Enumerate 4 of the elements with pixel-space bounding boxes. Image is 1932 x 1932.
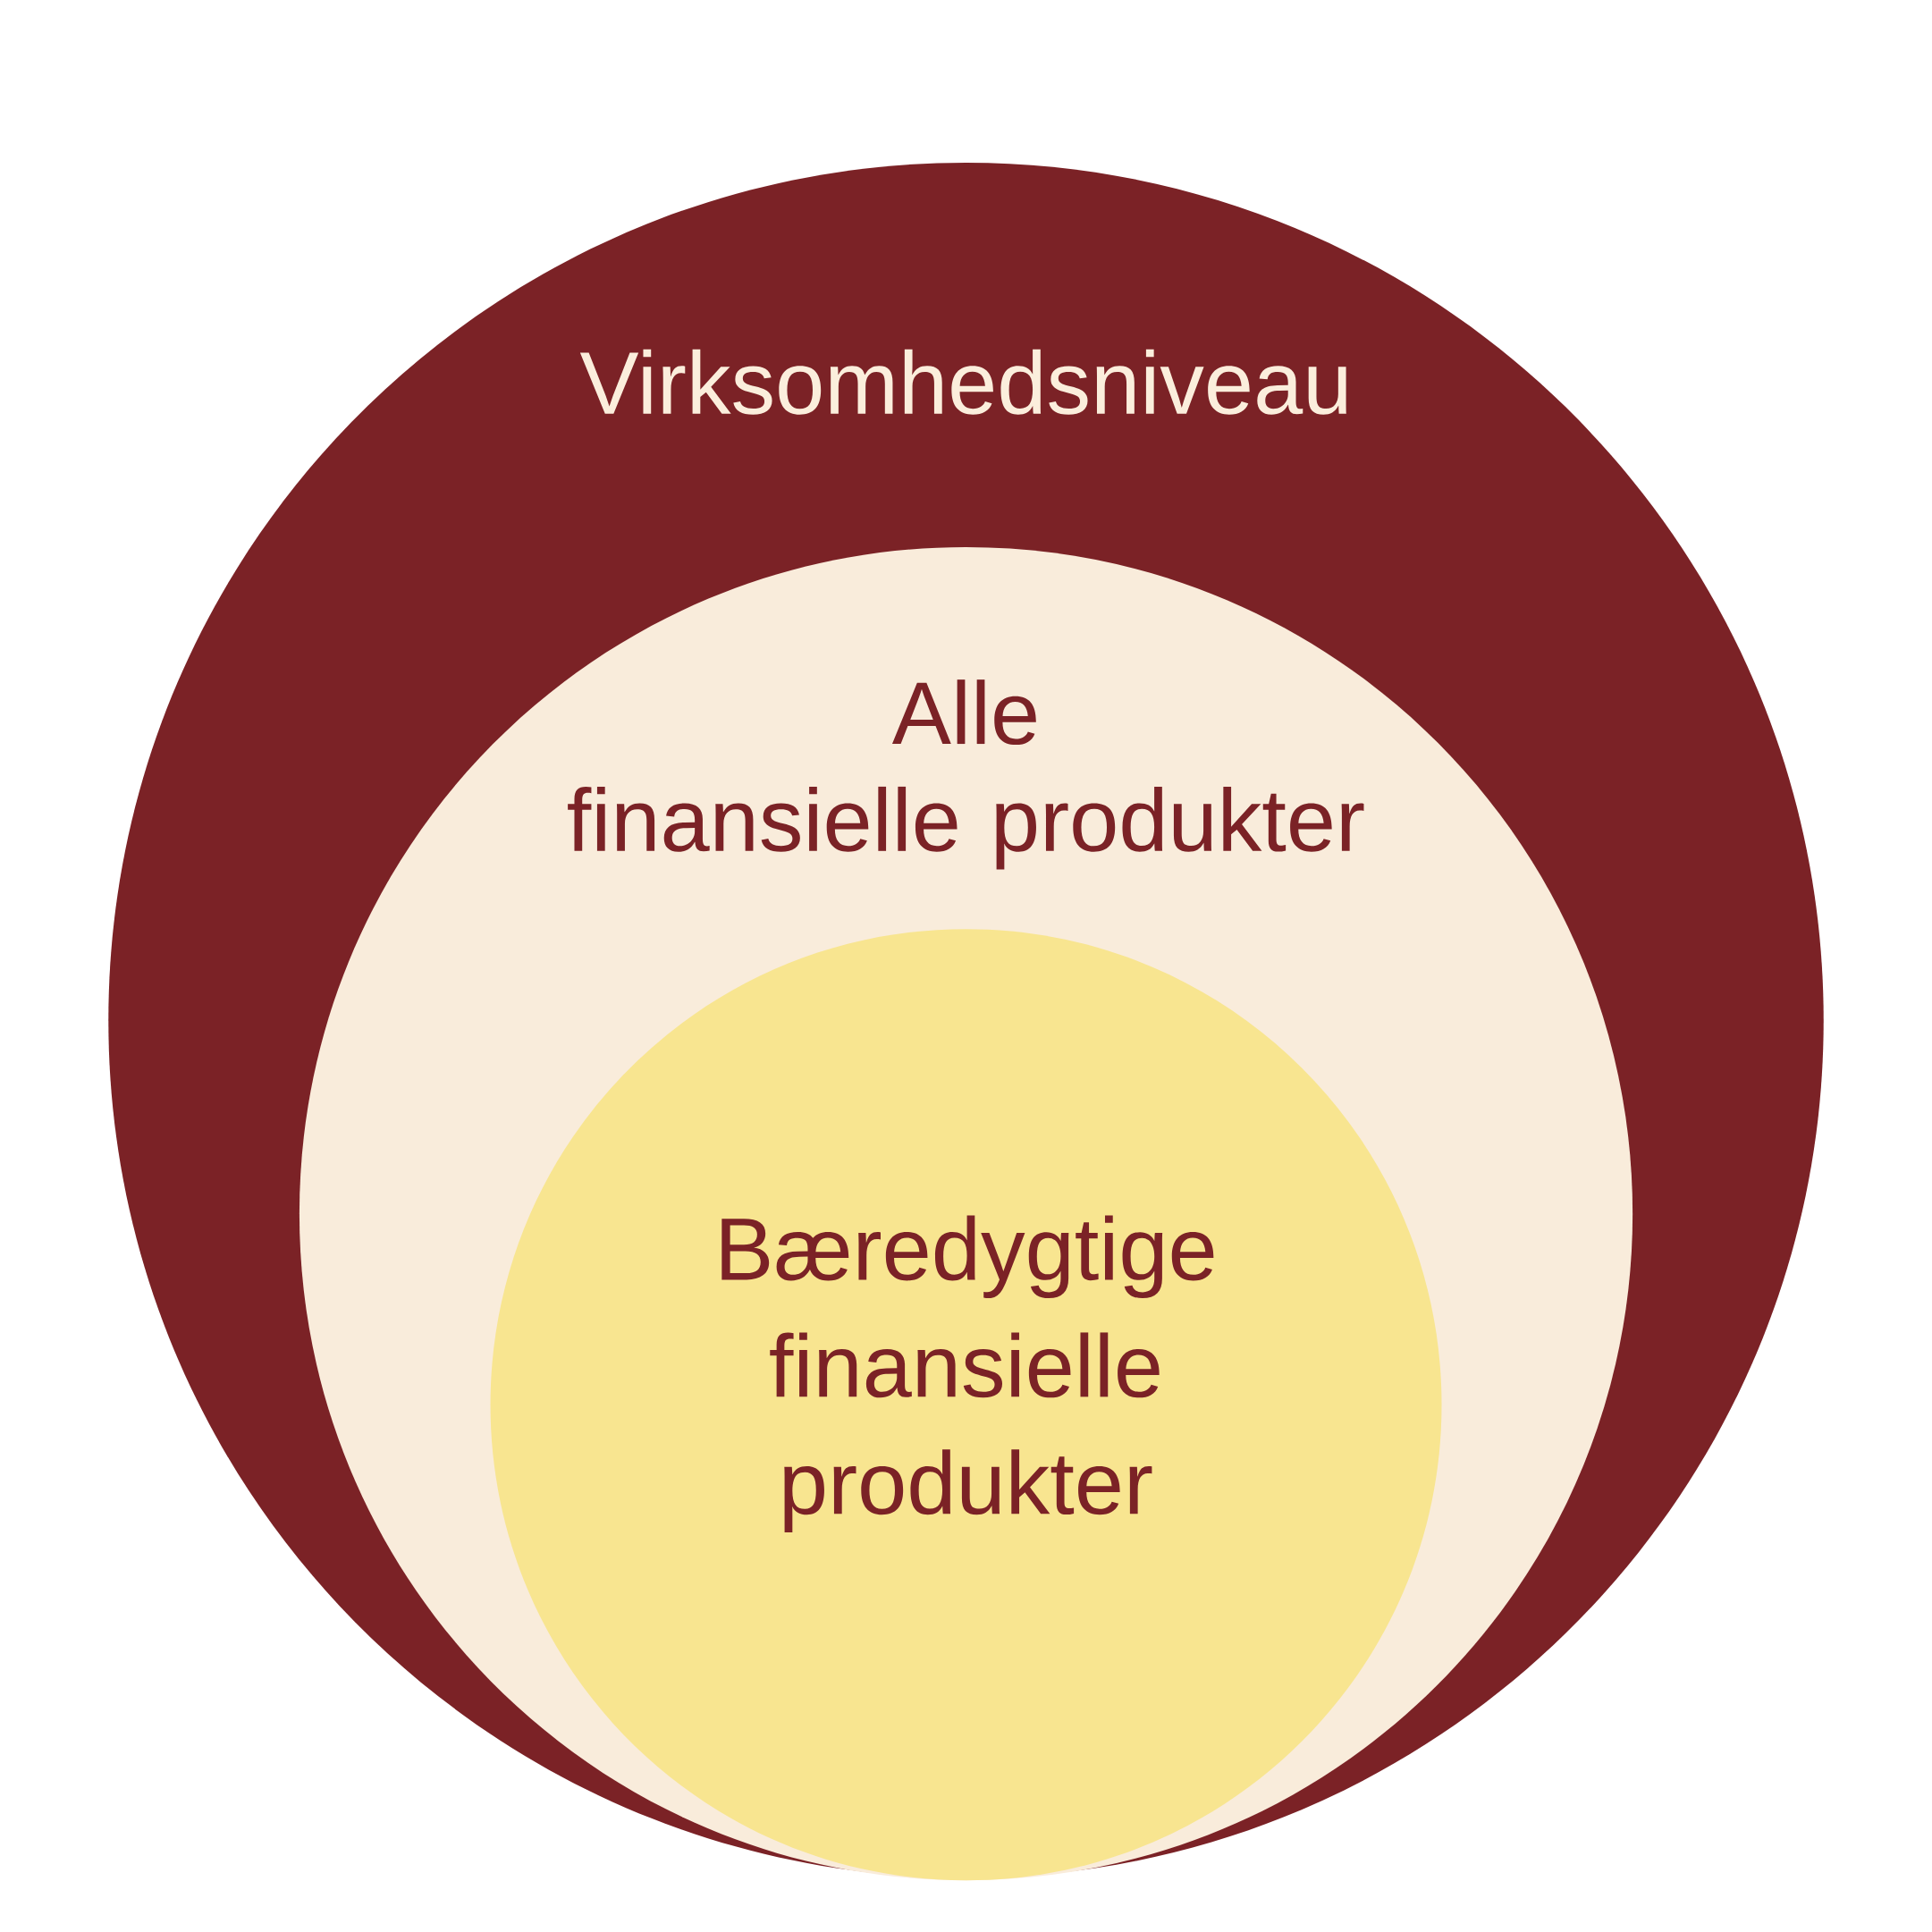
circle-label: Bæredygtige finansielle produkter [721, 1215, 1214, 1532]
circle-label: Virksomhedsniveau [579, 349, 1346, 415]
circle-label: Alle [891, 679, 1036, 746]
circle-label: finansielle produkter [568, 786, 1364, 870]
